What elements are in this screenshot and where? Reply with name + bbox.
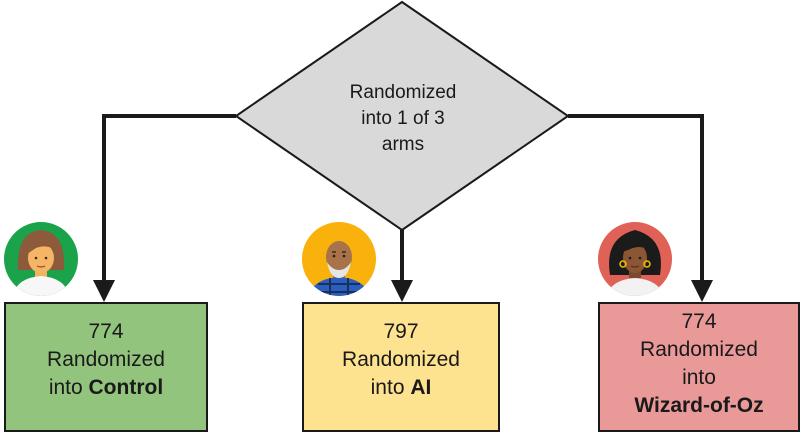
arrowhead-control	[93, 280, 115, 302]
decision-label-line-2: into 1 of 3	[361, 108, 445, 129]
arrowhead-woz	[691, 280, 713, 302]
flowchart-canvas	[4, 0, 713, 302]
control-arm-name-line: into Control	[6, 374, 206, 402]
connector-left	[102, 114, 236, 282]
control-arm-randomized: Randomized	[47, 348, 165, 371]
connectors	[102, 114, 704, 282]
woman-curly-hair-avatar-icon	[598, 222, 672, 296]
control-arm-count: 774	[88, 320, 124, 343]
decision-label-line-3: arms	[381, 134, 425, 155]
decision-diamond	[234, 0, 570, 232]
bearded-man-avatar-icon	[302, 222, 376, 296]
woz-arm-randomized: Randomized	[640, 338, 758, 361]
wizard-of-oz-arm-box: 774 Randomized into Wizard-of-Oz	[598, 302, 800, 432]
ai-arm-randomized: Randomized	[342, 348, 460, 371]
arrowheads	[93, 280, 713, 302]
woz-arm-prefix: into	[682, 366, 716, 389]
ai-arm-box: 797 Randomized into AI	[302, 302, 500, 432]
decision-label-line-1: Randomized	[349, 82, 457, 103]
ai-arm-count: 797	[383, 320, 419, 343]
woz-arm-name: Wizard-of-Oz	[634, 394, 764, 417]
ai-arm-prefix: into	[370, 376, 411, 399]
ai-arm-name: AI	[410, 376, 432, 399]
ai-arm-name-line: into AI	[304, 374, 498, 402]
arrowhead-ai	[391, 280, 413, 302]
connector-right	[568, 114, 704, 282]
control-arm-box: 774 Randomized into Control	[4, 302, 208, 432]
control-arm-prefix: into	[48, 376, 89, 399]
woz-arm-count: 774	[681, 310, 717, 333]
control-arm-name: Control	[88, 376, 164, 399]
decision-label: Randomized into 1 of 3 arms	[318, 80, 488, 158]
woman-avatar-icon	[4, 222, 78, 296]
